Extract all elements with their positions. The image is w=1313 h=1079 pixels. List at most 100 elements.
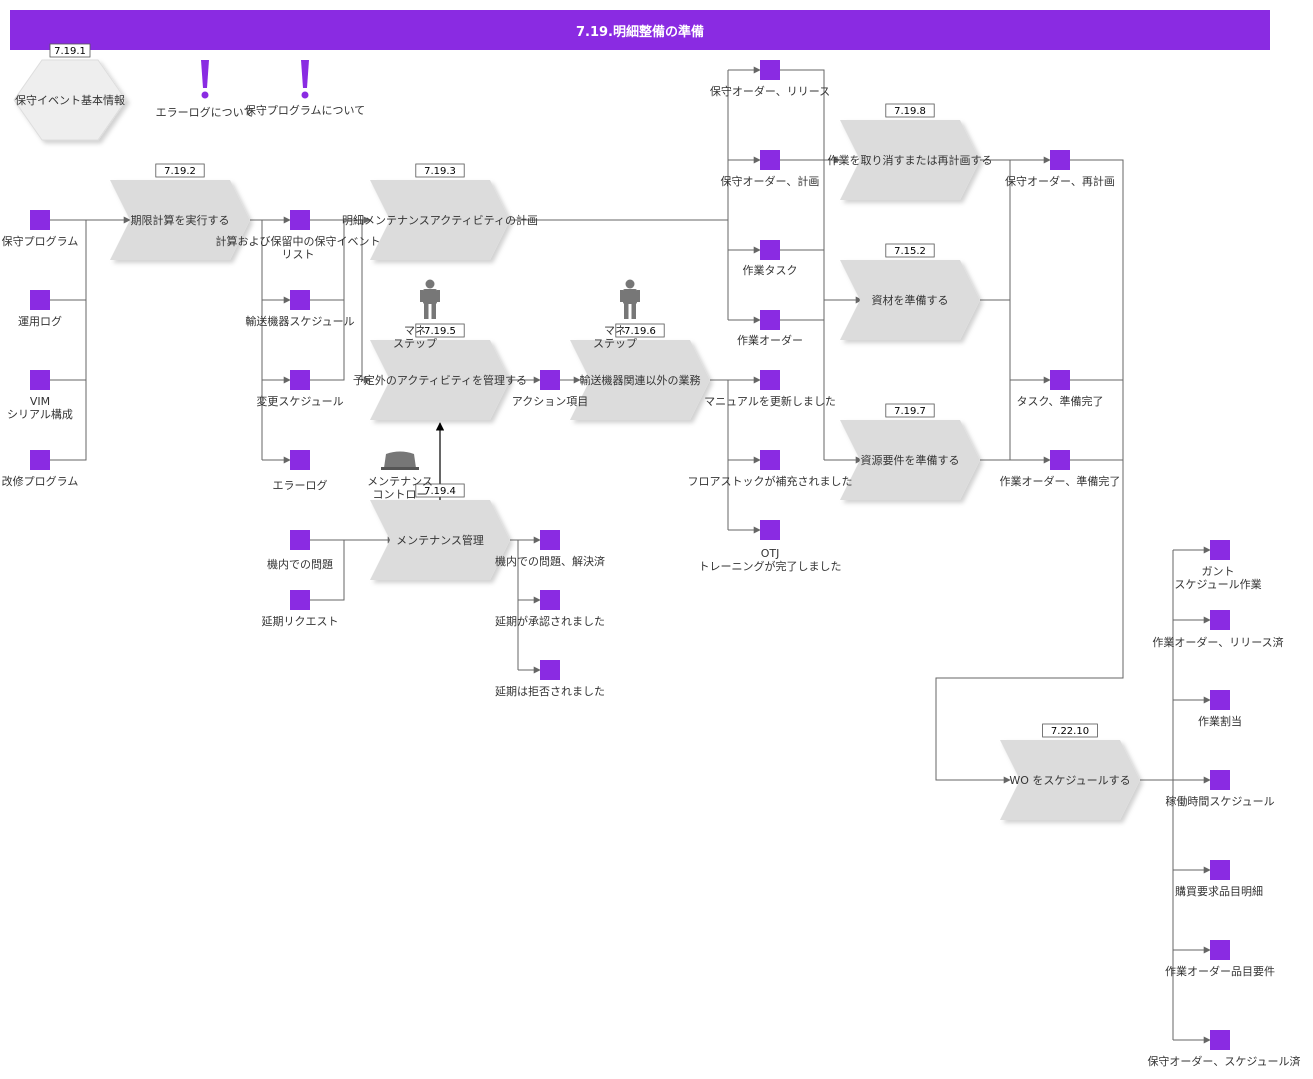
- process-label: 資材を準備する: [872, 293, 949, 307]
- data-object[interactable]: [290, 450, 310, 470]
- process-7-22-10[interactable]: [1000, 723, 1140, 820]
- data-object-label: 作業オーダー、準備完了: [1000, 474, 1121, 488]
- data-object[interactable]: [30, 370, 50, 390]
- data-object[interactable]: [1210, 940, 1230, 960]
- start-event-hexagon[interactable]: [13, 59, 127, 141]
- data-object[interactable]: [290, 590, 310, 610]
- data-object[interactable]: [1210, 1030, 1230, 1050]
- connector: [50, 220, 87, 301]
- role-label: マネ: [604, 324, 626, 337]
- data-object-label: 延期が承認されました: [495, 614, 605, 628]
- process-label: 作業を取り消すまたは再計画する: [828, 153, 993, 167]
- data-object[interactable]: [1050, 450, 1070, 470]
- data-object-label: 延期は拒否されました: [495, 685, 605, 698]
- data-object[interactable]: [760, 310, 780, 330]
- data-object-label: リスト: [282, 248, 315, 261]
- data-object[interactable]: [1210, 770, 1230, 790]
- data-object-label: アクション項目: [512, 395, 588, 408]
- process-tag: 7.19.2: [164, 166, 196, 177]
- person-icon: [420, 279, 440, 319]
- data-object-label: 作業割当: [1198, 714, 1242, 728]
- data-object[interactable]: [290, 370, 310, 390]
- data-object[interactable]: [760, 520, 780, 540]
- process-label: 予定外のアクティビティを管理する: [353, 373, 527, 387]
- system-icon: [381, 451, 419, 470]
- process-7-19-4[interactable]: [370, 483, 510, 580]
- shapes: [13, 43, 1230, 1050]
- alert-label: エラーログについて: [156, 105, 255, 119]
- data-object-label: フロアストックが補充されました: [688, 474, 853, 488]
- alert-label: 保守プログラムについて: [245, 103, 365, 117]
- data-object[interactable]: [1210, 540, 1230, 560]
- data-object-label: 保守プログラム: [2, 234, 79, 248]
- data-object[interactable]: [1210, 610, 1230, 630]
- data-object-label: 作業オーダー、リリース済: [1152, 635, 1283, 649]
- data-object[interactable]: [760, 60, 780, 80]
- data-object-label: タスク、準備完了: [1016, 394, 1103, 408]
- data-object-label: トレーニングが完了しました: [699, 559, 842, 573]
- data-object-label: 改修プログラム: [2, 474, 79, 488]
- process-tag: 7.19.6: [624, 326, 656, 337]
- process-tag: 7.19.3: [424, 166, 456, 177]
- data-object[interactable]: [30, 290, 50, 310]
- data-object-label: 保守オーダー、再計画: [1005, 174, 1115, 188]
- data-object-label: OTJ: [761, 547, 780, 560]
- process-tag: 7.19.8: [894, 106, 926, 117]
- data-object[interactable]: [30, 450, 50, 470]
- diagram-title: 7.19.明細整備の準備: [10, 10, 1270, 50]
- data-object[interactable]: [1210, 860, 1230, 880]
- process-tag: 7.22.10: [1051, 726, 1089, 737]
- process-tag: 7.19.5: [424, 326, 456, 337]
- process-label: メンテナンス管理: [396, 533, 484, 547]
- data-object[interactable]: [1050, 370, 1070, 390]
- process-7-19-5[interactable]: [370, 323, 510, 420]
- data-object[interactable]: [1210, 690, 1230, 710]
- process-7-19-3[interactable]: [370, 163, 510, 260]
- process-label: 輸送機器関連以外の業務: [580, 373, 701, 387]
- connector: [310, 540, 345, 601]
- process-7-19-6[interactable]: [570, 323, 710, 420]
- process-7-19-2[interactable]: [110, 163, 250, 260]
- connector: [361, 220, 371, 384]
- data-object-label: 購買要求品目明細: [1175, 884, 1263, 898]
- data-object[interactable]: [760, 450, 780, 470]
- data-object[interactable]: [540, 370, 560, 390]
- data-object[interactable]: [540, 530, 560, 550]
- data-object-label: VIM: [30, 395, 50, 408]
- data-object[interactable]: [540, 590, 560, 610]
- data-object-label: エラーログ: [273, 478, 328, 492]
- data-object-label: ガント: [1202, 565, 1235, 578]
- data-object[interactable]: [540, 660, 560, 680]
- data-object-label: 機内での問題: [267, 557, 333, 571]
- process-label: 明細メンテナンスアクティビティの計画: [342, 213, 538, 227]
- process-7-19-7[interactable]: [840, 403, 980, 500]
- data-object-label: 保守オーダー、リリース: [710, 84, 830, 98]
- data-object[interactable]: [760, 240, 780, 260]
- process-7-19-8[interactable]: [840, 103, 980, 200]
- data-object[interactable]: [290, 210, 310, 230]
- data-object[interactable]: [760, 150, 780, 170]
- role-label: メンテナンス: [367, 475, 433, 488]
- exclamation-icon: [301, 60, 309, 99]
- data-object[interactable]: [30, 210, 50, 230]
- data-object-label: 保守オーダー、スケジュール済: [1147, 1054, 1300, 1068]
- data-object-label: マニュアルを更新しました: [704, 394, 836, 408]
- data-object-label: 稼働時間スケジュール: [1165, 794, 1274, 808]
- process-7-15-2[interactable]: [840, 243, 980, 340]
- exclamation-icon: [201, 60, 209, 99]
- role-label: ステップ: [393, 337, 437, 350]
- start-event-tag: [49, 43, 91, 58]
- data-object[interactable]: [1050, 150, 1070, 170]
- role-label: コントロー: [373, 488, 428, 501]
- data-object-label: スケジュール作業: [1174, 578, 1261, 591]
- data-object[interactable]: [290, 290, 310, 310]
- data-object[interactable]: [290, 530, 310, 550]
- connector: [310, 220, 345, 301]
- person-icon: [620, 279, 640, 319]
- process-label: 資源要件を準備する: [861, 453, 960, 467]
- labels: 7.19.1保守イベント基本情報エラーログについて保守プログラムについて7.19…: [2, 46, 1301, 1068]
- process-label: WO をスケジュールする: [1009, 774, 1130, 787]
- connectors: [50, 66, 1211, 1044]
- data-object[interactable]: [760, 370, 780, 390]
